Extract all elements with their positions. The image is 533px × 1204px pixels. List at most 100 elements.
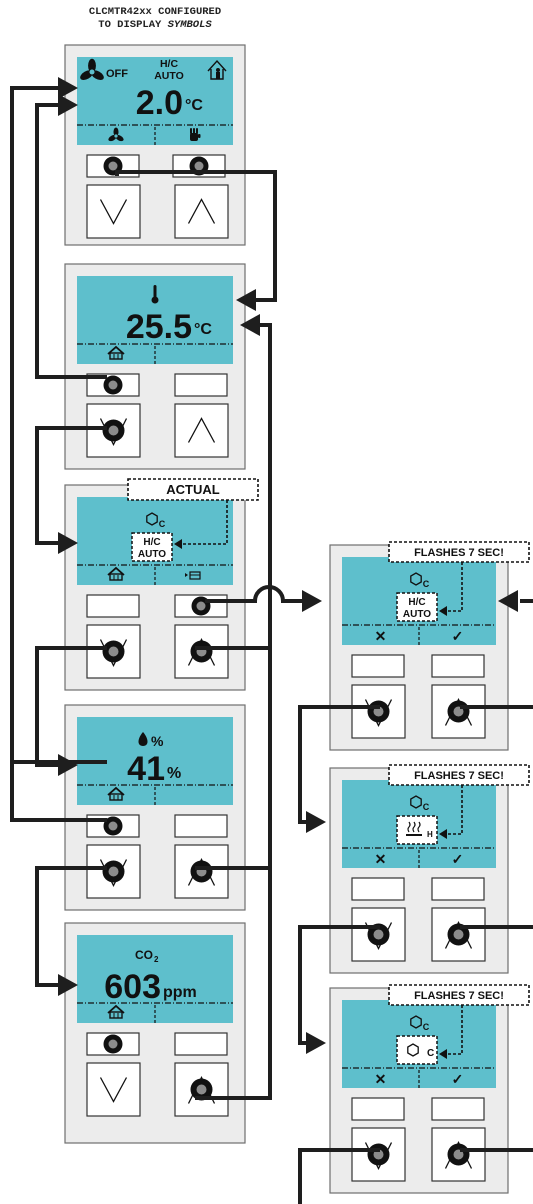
knob [187,1076,216,1104]
connector-line [10,86,107,822]
drop-icon [138,732,148,746]
down-button[interactable] [86,1062,141,1117]
connector-line [205,585,302,603]
knob [444,921,473,949]
fan-icon [80,58,104,81]
connector-line [115,170,277,302]
connector-line [35,646,107,767]
up-button[interactable] [174,184,229,239]
arrowhead [58,754,78,776]
lcd-screen [77,57,233,145]
up-button[interactable] [431,907,486,962]
hand-icon [190,128,201,141]
hexagon-icon [410,795,422,809]
mode-option-line-1: H/C [408,597,425,608]
lcd-screen [77,935,233,1023]
down-button[interactable] [86,624,141,679]
diagram-title: CLCMTR42xx CONFIGURED TO DISPLAY SYMBOLS [40,6,270,32]
icon-subscript: C [423,802,430,812]
thermometer-icon [151,285,159,304]
setpoint-unit: °C [185,97,203,114]
cancel-icon: ✕ [375,1071,387,1087]
humidity-top-unit: % [151,733,164,749]
connector-line [298,925,380,1045]
humidity-unit: % [167,765,181,782]
softkey-right-button[interactable] [431,654,485,678]
down-button[interactable] [351,1127,406,1182]
down-button[interactable] [86,844,141,899]
mode-option-suffix: C [427,1048,434,1059]
co2-label-sub: 2 [154,955,159,964]
softkey-right-button[interactable] [174,1032,228,1056]
mode-line-2: AUTO [138,549,166,560]
hexagon-icon [410,1015,422,1029]
cancel-icon: ✕ [375,628,387,644]
arrowhead [306,811,326,833]
callout-text: FLASHES 7 SEC! [414,990,504,1002]
up-button[interactable] [174,1062,229,1117]
mode-option-box: C [396,1035,438,1065]
callout-flashes: FLASHES 7 SEC! [388,764,530,786]
up-button[interactable] [431,684,486,739]
menu-icon [185,571,201,580]
title-line-2-emphasis: SYMBOLS [167,19,212,31]
humidity-value: 41 [127,750,165,788]
up-button[interactable] [174,403,229,458]
knob [99,639,128,667]
chevron-up-icon [187,417,216,443]
softkey-left-button[interactable] [86,373,140,397]
up-button[interactable] [174,624,229,679]
hexagon-icon [410,572,422,586]
softkey-right-button[interactable] [431,877,485,901]
mode-option-suffix: H [427,830,433,839]
chevron-down-icon [99,1077,128,1103]
confirm-icon: ✓ [452,851,464,867]
softkey-left-button[interactable] [86,1032,140,1056]
home-icon [107,566,125,581]
icon-subscript: C [423,1022,430,1032]
up-button[interactable] [174,844,229,899]
down-button[interactable] [86,184,141,239]
down-button[interactable] [86,403,141,458]
softkey-left-button[interactable] [351,1097,405,1121]
device-humidity: %41% [64,704,246,911]
softkey-right-button[interactable] [431,1097,485,1121]
connectors [10,77,533,1204]
softkey-right-button[interactable] [174,594,228,618]
co2-unit: ppm [163,984,197,1001]
callout-leader [174,500,228,549]
down-button[interactable] [351,907,406,962]
arrowhead [302,590,322,612]
up-button[interactable] [431,1127,486,1182]
callout-leader [439,785,463,839]
chevron-up-icon [187,198,216,224]
connector-line [35,103,107,379]
callout-flashes: FLASHES 7 SEC! [388,984,530,1006]
softkey-left-button[interactable] [86,594,140,618]
mode-option-box: H [396,815,438,845]
softkey-right-button[interactable] [174,814,228,838]
home-icon [107,345,125,360]
down-button[interactable] [351,684,406,739]
softkey-left-button[interactable] [351,654,405,678]
callout-flashes: FLASHES 7 SEC! [388,541,530,563]
connector-line [195,323,272,1100]
arrowhead [498,590,518,612]
callout-text: FLASHES 7 SEC! [414,770,504,782]
title-line-1: CLCMTR42xx CONFIGURED [88,6,222,18]
hexagon-icon [146,512,158,526]
arrowhead [58,974,78,996]
co2-value: 603 [104,968,161,1006]
softkey-right-button[interactable] [174,373,228,397]
connector-line [298,1148,380,1204]
confirm-icon: ✓ [452,1071,464,1087]
fan-icon [108,127,124,142]
mode-line-2: AUTO [154,70,184,82]
co2-label-main: CO [135,948,153,962]
softkey-left-button[interactable] [351,877,405,901]
